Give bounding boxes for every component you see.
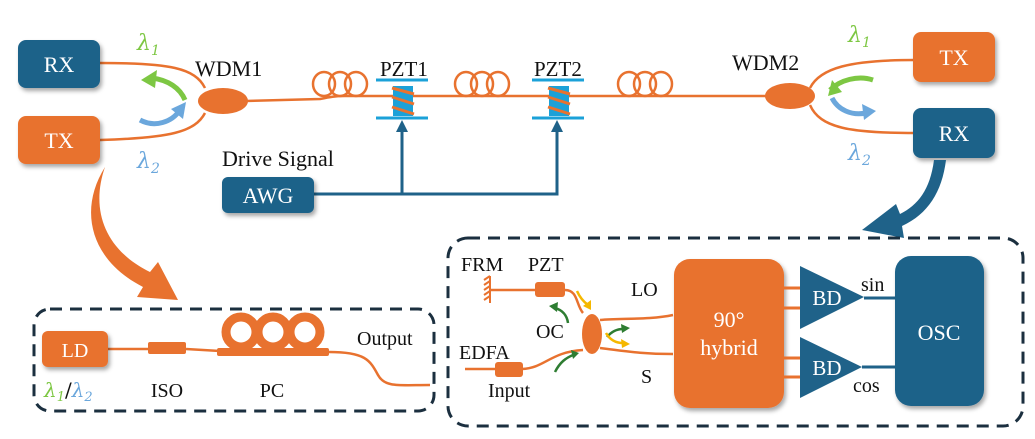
lo-label: LO (631, 279, 658, 301)
rx-right-box: RX (913, 108, 995, 158)
lambda1-arrowhead-right (828, 80, 842, 96)
fiber-spool-3 (616, 70, 674, 98)
bd-bottom-label: BD (812, 356, 841, 380)
awg-label: AWG (243, 183, 294, 208)
s-label: S (641, 366, 652, 388)
green-arrowhead-from-input (571, 350, 579, 359)
drive-signal-label: Drive Signal (222, 146, 334, 171)
pc-label: PC (260, 380, 284, 402)
tx-right-box: TX (913, 32, 995, 82)
lambda1-label-left: λ1 (136, 31, 160, 59)
pzt2-label: PZT2 (534, 57, 582, 81)
input-label: Input (488, 380, 531, 402)
yellow-arrowhead-into-oc (583, 300, 591, 310)
wdm1-label: WDM1 (195, 56, 262, 81)
lambda2-direction-arrow-right (829, 96, 867, 117)
hybrid-outputs (784, 286, 800, 379)
fiber-spool-2 (453, 70, 511, 98)
hybrid-90-box: 90° hybrid (674, 259, 784, 408)
ld-wavelength-label: λ1/λ2 (43, 378, 93, 405)
osc-box: OSC (895, 256, 984, 406)
wdm2-coupler (765, 83, 815, 109)
pzt1-label: PZT1 (380, 57, 428, 81)
drive-arrow-pzt1 (396, 120, 408, 132)
optical-coupler (582, 314, 602, 354)
lambda1-direction-arrow-left (151, 75, 188, 102)
fiber-tx-right (808, 58, 916, 89)
wdm1-coupler (198, 88, 248, 114)
fiber-oc-s (599, 346, 674, 356)
rx-detail-pointer-arrow (862, 160, 946, 238)
iso-label: ISO (151, 380, 183, 402)
fiber-iso-pc (185, 347, 221, 353)
lambda1-arrowhead-left (141, 70, 157, 88)
ld-label: LD (62, 340, 89, 362)
tx-left-label: TX (44, 128, 73, 153)
fiber-output (328, 350, 431, 387)
frm-mirror (483, 275, 491, 303)
lambda2-direction-arrow-left (138, 108, 183, 127)
ld-box: LD (42, 331, 108, 367)
fiber-tx-left (99, 112, 207, 142)
bd-top: BD (800, 266, 864, 329)
fiber-edfa-oc (465, 348, 584, 371)
hybrid-label-line1: 90° (714, 307, 745, 332)
lambda2-label-left: λ2 (136, 149, 160, 177)
fiber-spool-1 (311, 70, 369, 98)
green-arrowhead-to-pzt (549, 302, 558, 312)
polarization-controller (217, 312, 329, 356)
bd-top-label: BD (812, 286, 841, 310)
green-arrow-from-input (553, 353, 574, 373)
yellow-arrow-out (604, 332, 624, 345)
drive-line (310, 128, 559, 196)
lambda2-arrowhead-right (862, 104, 876, 120)
tx-detail-pointer-arrow (91, 167, 178, 300)
wdm2-label: WDM2 (732, 50, 799, 75)
tx-right-label: TX (939, 45, 968, 70)
frm-label: FRM (461, 254, 503, 276)
fiber-pzt-oc (564, 288, 585, 314)
isolator (148, 342, 186, 354)
rx-left-label: RX (44, 52, 75, 77)
lambda1-label-right: λ1 (847, 23, 871, 51)
hybrid-label-line2: hybrid (700, 335, 757, 360)
rx-left-box: RX (18, 40, 100, 88)
sin-label: sin (861, 274, 884, 296)
edfa-amplifier (495, 362, 523, 377)
oc-label: OC (536, 321, 564, 343)
tx-left-box: TX (18, 116, 100, 164)
yellow-arrowhead-out (621, 339, 630, 348)
pzt1-stretcher (376, 78, 428, 120)
fiber-oc-lo (599, 313, 674, 322)
pzt-phase-shifter (535, 282, 565, 297)
lambda2-label-right: λ2 (847, 141, 871, 169)
pzt2-stretcher (532, 78, 584, 120)
fiber-rx-right (808, 104, 916, 135)
fiber-rx-left (99, 61, 207, 89)
osc-label: OSC (918, 320, 961, 345)
rx-right-label: RX (939, 121, 970, 146)
cos-label: cos (853, 375, 880, 397)
green-arrowhead-out (621, 324, 630, 333)
drive-arrow-pzt2 (551, 120, 563, 132)
rx-detail-panel (446, 236, 1025, 428)
awg-box: AWG (222, 177, 314, 213)
bd-bottom: BD (800, 337, 862, 398)
edfa-label: EDFA (459, 342, 510, 364)
pzt-label: PZT (528, 254, 564, 276)
tx-detail-panel (32, 307, 436, 413)
lambda2-arrowhead-left (171, 102, 186, 119)
output-label: Output (357, 328, 413, 350)
